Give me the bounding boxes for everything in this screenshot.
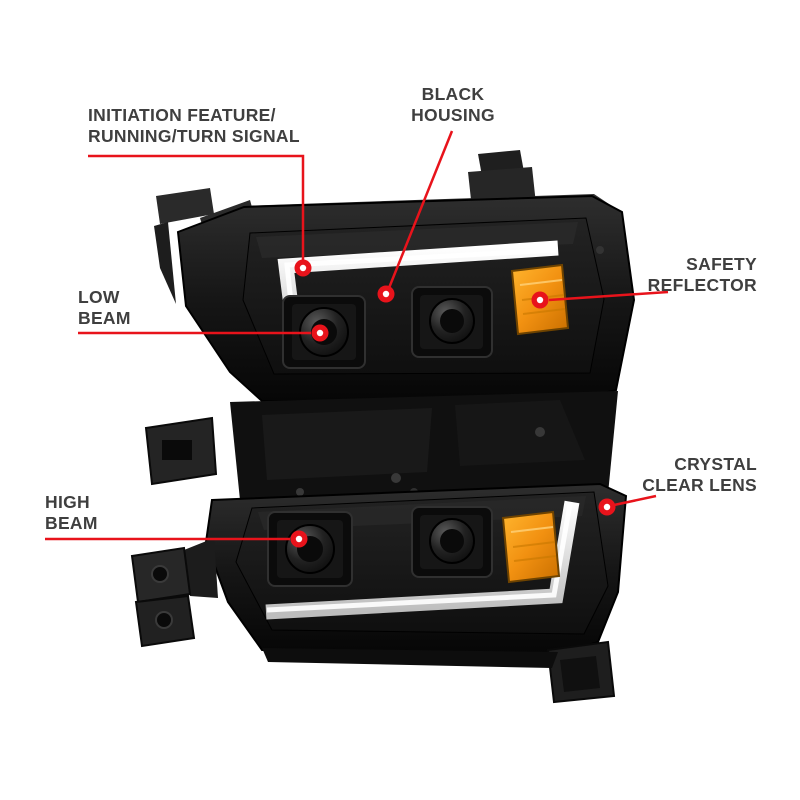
label-line: INITIATION FEATURE/ xyxy=(88,105,276,125)
upper-secondary-projector xyxy=(411,286,493,358)
label-crystal-clear-lens: CRYSTAL CLEAR LENS xyxy=(642,454,757,496)
bottom-edge xyxy=(262,648,558,668)
label-low-beam: LOW BEAM xyxy=(78,287,131,329)
leader-initiation-feature xyxy=(88,154,305,261)
label-high-beam: HIGH BEAM xyxy=(45,492,98,534)
headlight-body xyxy=(130,150,636,704)
callout-markers xyxy=(290,259,616,548)
high-beam-projector xyxy=(267,511,353,587)
label-initiation-running-turn-signal: INITIATION FEATURE/ RUNNING/TURN SIGNAL xyxy=(88,105,300,147)
lower-secondary-projector xyxy=(411,506,493,578)
middle-housing-recess xyxy=(230,391,618,500)
mounting-tabs-lower-left xyxy=(130,538,218,648)
marker-black-housing xyxy=(377,285,395,303)
label-line: BEAM xyxy=(78,308,131,328)
leader-crystal-clear-lens xyxy=(613,494,657,507)
marker-initiation-feature xyxy=(294,259,312,277)
label-line: LOW xyxy=(78,287,120,307)
marker-high-beam xyxy=(290,530,308,548)
label-line: HIGH xyxy=(45,492,90,512)
leader-safety-reflector xyxy=(548,290,669,302)
label-line: BEAM xyxy=(45,513,98,533)
label-line: CLEAR LENS xyxy=(642,475,757,495)
label-line: RUNNING/TURN SIGNAL xyxy=(88,126,300,146)
amber-reflector-lower xyxy=(501,510,561,584)
label-line: HOUSING xyxy=(411,105,495,125)
label-safety-reflector: SAFETY REFLECTOR xyxy=(648,254,757,296)
marker-low-beam xyxy=(311,324,329,342)
callout-leader-lines xyxy=(45,130,669,541)
mounting-bracket-left xyxy=(144,416,218,486)
lower-lamp-unit xyxy=(204,482,628,656)
marker-crystal-clear-lens xyxy=(598,498,616,516)
label-black-housing: BLACK HOUSING xyxy=(398,84,508,126)
mounting-foot-bottom-right xyxy=(546,640,616,704)
mounting-tab-top-left xyxy=(154,188,214,304)
label-line: SAFETY xyxy=(686,254,757,274)
label-line: BLACK xyxy=(421,84,485,104)
marker-safety-reflector xyxy=(531,291,549,309)
label-line: REFLECTOR xyxy=(647,275,757,295)
leader-black-housing xyxy=(387,130,454,289)
label-line: CRYSTAL xyxy=(674,454,757,474)
